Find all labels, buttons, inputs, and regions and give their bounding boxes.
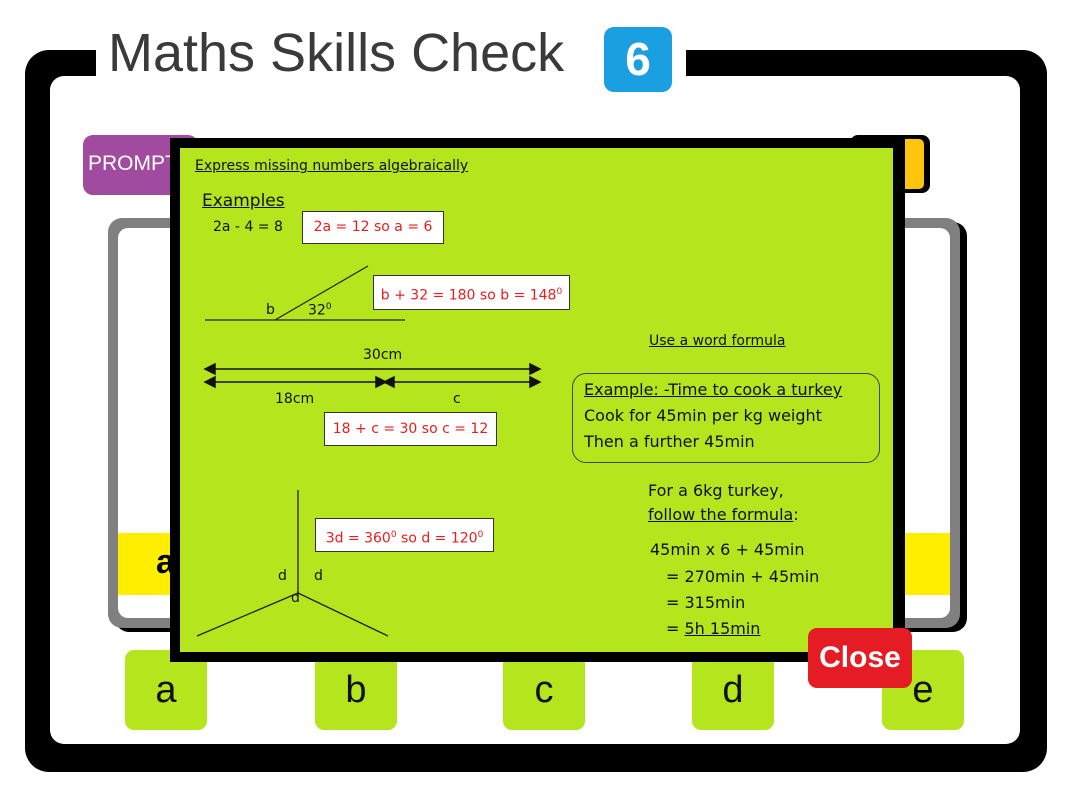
length-arrows (203, 362, 542, 389)
page-title: Maths Skills Check (108, 23, 565, 83)
word-example-box (572, 373, 880, 463)
equals: = (666, 619, 685, 638)
word-formula-label: Use a word formula (649, 333, 786, 349)
answer-c-button[interactable]: c (503, 650, 585, 730)
close-button[interactable]: Close (808, 628, 912, 688)
example4-solution: 3d = 3600 so d = 1200 (315, 518, 494, 552)
calc-line: 45min x 6 + 45min (650, 540, 805, 559)
angle-label-b: b (266, 302, 275, 318)
turkey-line: follow the formula: (648, 505, 799, 524)
example2-solution: b + 32 = 180 so b = 1480 (373, 275, 570, 310)
unknown-length-label: c (453, 391, 461, 407)
example3-solution: 18 + c = 30 so c = 12 (324, 412, 497, 446)
answer-a-button[interactable]: a (125, 650, 207, 730)
degree: 0 (325, 302, 332, 312)
title-background (96, 20, 686, 100)
angle-label-d: d (278, 568, 287, 584)
total-length-label: 30cm (363, 347, 403, 363)
solution-text: b + 32 = 180 so b = 148 (380, 287, 557, 304)
word-example-line: Cook for 45min per kg weight (584, 406, 822, 425)
colon: : (793, 505, 799, 524)
word-example-line: Then a further 45min (584, 432, 755, 451)
help-modal-content: Express missing numbers algebraically Ex… (180, 148, 893, 652)
angle-label-32: 320 (308, 302, 332, 319)
word-example-title: Example: -Time to cook a turkey (584, 380, 843, 399)
degree: 0 (477, 530, 484, 540)
solution-text: so d = 120 (396, 530, 478, 547)
turkey-line: For a 6kg turkey, (648, 481, 784, 500)
angle-diagram (205, 265, 405, 321)
answer-d-button[interactable]: d (692, 650, 774, 730)
example1-equation: 2a - 4 = 8 (213, 219, 283, 235)
diagrams (196, 265, 542, 637)
level-badge: 6 (604, 27, 672, 92)
calc-answer: 5h 15min (684, 619, 761, 638)
degree: 0 (390, 530, 397, 540)
examples-label: Examples (202, 191, 285, 211)
formula-text: follow the formula (648, 505, 794, 524)
angle-value: 32 (308, 302, 326, 319)
degree: 0 (556, 287, 563, 297)
example1-solution: 2a = 12 so a = 6 (302, 211, 444, 244)
angle-label-d: d (314, 568, 323, 584)
modal-heading: Express missing numbers algebraically (195, 158, 469, 174)
answer-b-button[interactable]: b (315, 650, 397, 730)
solution-text: 3d = 360 (325, 530, 391, 547)
three-angle-diagram (196, 490, 389, 637)
part-length-label: 18cm (275, 391, 315, 407)
angle-label-d: d (291, 590, 300, 606)
calc-line: = 270min + 45min (666, 567, 820, 586)
calc-line: = 5h 15min (666, 619, 760, 638)
calc-line: = 315min (666, 593, 746, 612)
